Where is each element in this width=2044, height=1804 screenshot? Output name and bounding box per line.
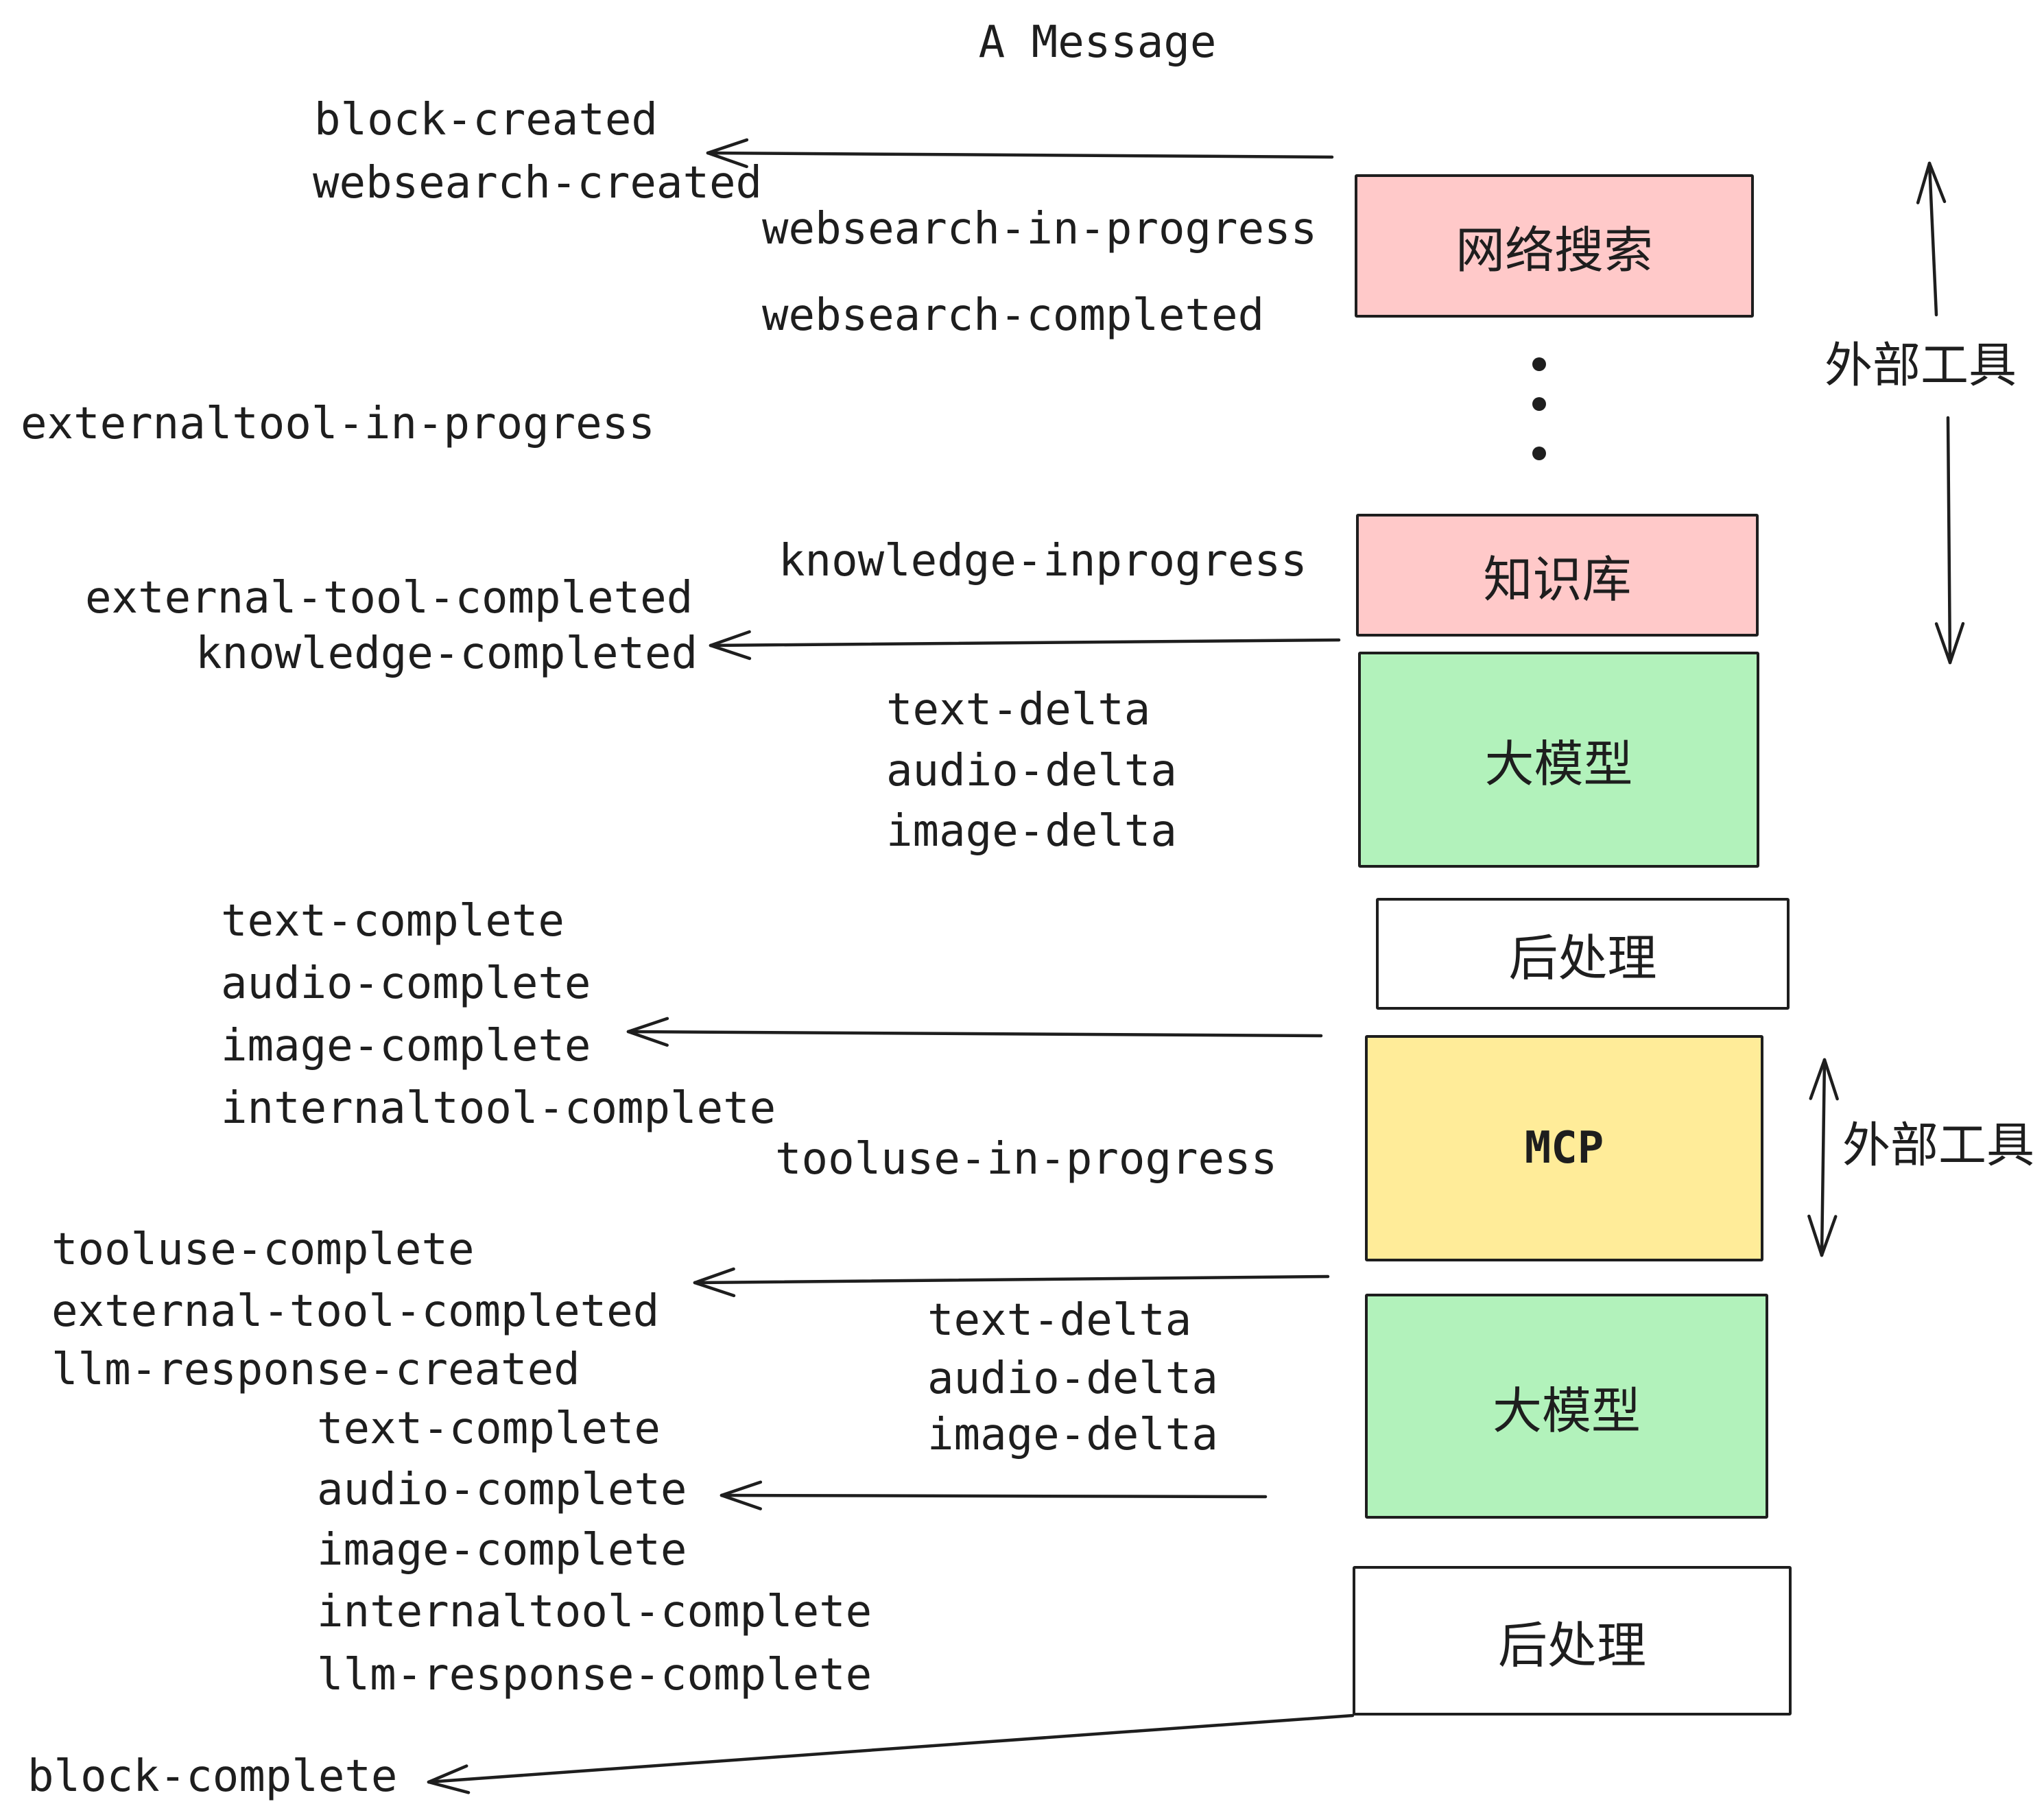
event-label: text-delta (886, 685, 1151, 735)
event-label: image-delta (886, 806, 1177, 857)
node-label-web-search: 网络搜索 (1455, 222, 1653, 279)
event-label: block-created (314, 95, 658, 145)
event-label: text-complete (221, 896, 565, 947)
event-label: text-complete (317, 1403, 661, 1454)
node-label-post-process-2: 后处理 (1497, 1616, 1646, 1674)
event-label: tooluse-in-progress (775, 1134, 1278, 1185)
ellipsis-dot (1532, 357, 1546, 371)
event-label: block-complete (27, 1751, 398, 1802)
side-label-external-tools-top: 外部工具 (1822, 327, 2019, 396)
event-label: llm-response-created (51, 1344, 580, 1395)
event-label: websearch-completed (762, 290, 1265, 341)
arrow-mcp-external-tools (1807, 1058, 1839, 1257)
arrow-knowledge-completed (709, 630, 1341, 661)
event-label: websearch-created (313, 158, 763, 209)
node-box-mcp: MCP (1365, 1035, 1763, 1261)
ellipsis-dot (1532, 447, 1546, 460)
node-box-post-process-2: 后处理 (1353, 1566, 1792, 1716)
event-label: image-complete (317, 1525, 687, 1576)
node-box-web-search: 网络搜索 (1355, 174, 1754, 318)
node-box-llm-1: 大模型 (1358, 652, 1759, 868)
side-label-external-tools-mcp: 外部工具 (1840, 1106, 2037, 1176)
arrow-image-complete (626, 1017, 1323, 1047)
node-label-mcp: MCP (1524, 1123, 1604, 1174)
node-label-post-process-1: 后处理 (1508, 929, 1657, 987)
arrow-tooluse-complete (693, 1267, 1330, 1298)
ellipsis-dot (1532, 397, 1546, 411)
event-label: internaltool-complete (317, 1587, 872, 1637)
arrow-block-complete (427, 1713, 1355, 1794)
event-label: knowledge-completed (195, 628, 698, 679)
node-box-knowledge-base: 知识库 (1356, 514, 1759, 637)
arrow-audio-complete (720, 1480, 1268, 1510)
event-label: image-delta (927, 1410, 1218, 1460)
event-label: audio-complete (317, 1464, 687, 1515)
event-label: llm-response-complete (317, 1650, 872, 1700)
event-label: tooluse-complete (51, 1224, 475, 1275)
event-label: external-tool-completed (85, 573, 693, 624)
event-label: external-tool-completed (51, 1286, 660, 1337)
event-label: websearch-in-progress (762, 204, 1318, 254)
node-label-llm-1: 大模型 (1484, 735, 1633, 793)
arrow-block-created (706, 138, 1334, 169)
event-label: image-complete (221, 1021, 591, 1071)
event-label: audio-complete (221, 958, 591, 1009)
event-label: internaltool-complete (221, 1083, 776, 1134)
event-label: audio-delta (886, 746, 1177, 796)
node-label-llm-2: 大模型 (1492, 1381, 1641, 1440)
diagram-title: A Message (978, 17, 1217, 68)
event-label: text-delta (927, 1295, 1192, 1346)
node-box-post-process-1: 后处理 (1376, 898, 1790, 1010)
node-label-knowledge-base: 知识库 (1483, 551, 1632, 608)
node-box-llm-2: 大模型 (1365, 1294, 1768, 1519)
arrow-external-tools-down (1934, 416, 1965, 665)
event-label: audio-delta (927, 1353, 1218, 1404)
event-label: externaltool-in-progress (21, 399, 655, 449)
event-label: knowledge-inprogress (779, 536, 1307, 586)
arrow-external-tools-up (1916, 161, 1947, 317)
